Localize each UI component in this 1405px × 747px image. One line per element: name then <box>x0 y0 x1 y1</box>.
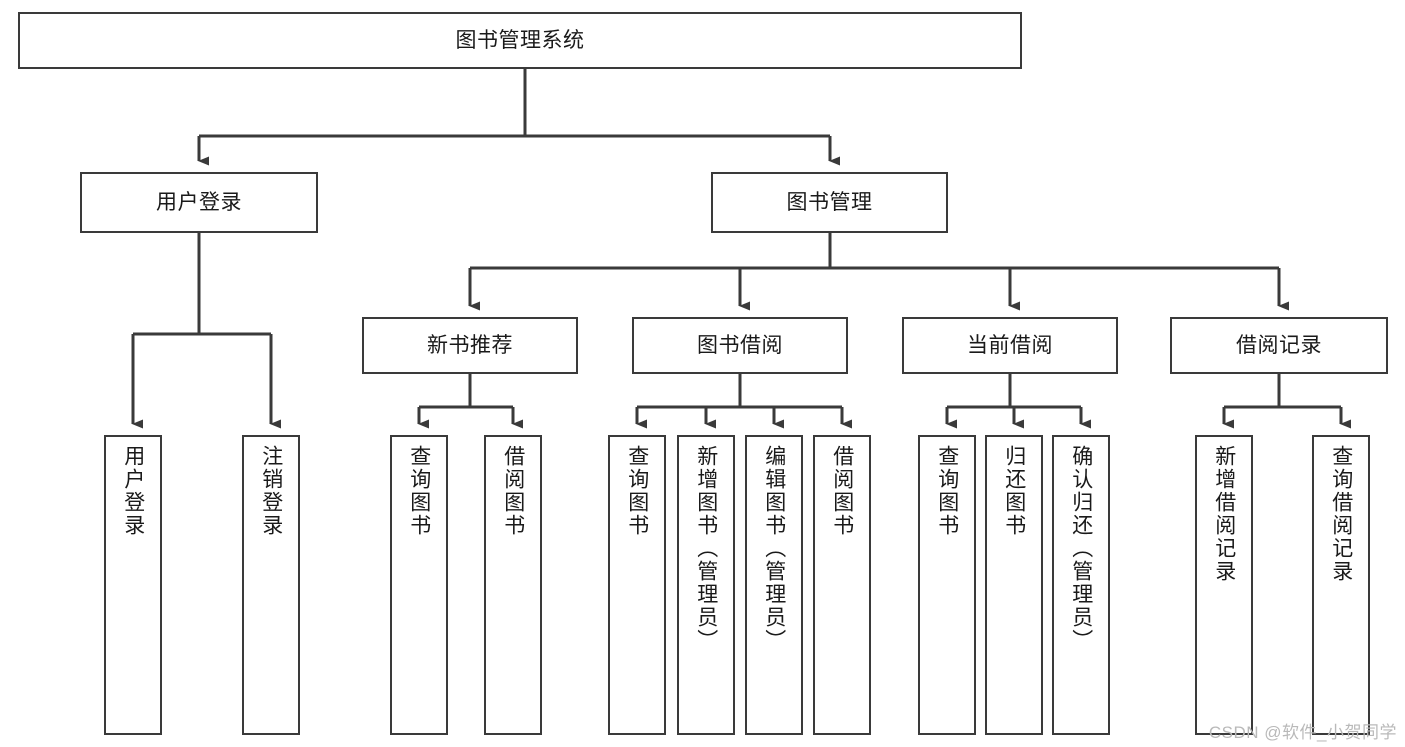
node-leaf-borrow-book-bb-label: 借阅图书 <box>830 445 854 537</box>
node-book-borrow[interactable]: 图书借阅 <box>632 317 848 374</box>
node-borrow-record[interactable]: 借阅记录 <box>1170 317 1388 374</box>
node-book-borrow-label: 图书借阅 <box>697 333 783 357</box>
node-current-borrow-label: 当前借阅 <box>967 333 1053 357</box>
node-leaf-user-login[interactable]: 用户登录 <box>104 435 162 735</box>
csdn-watermark: CSDN @软件_小贺同学 <box>1208 723 1397 742</box>
node-leaf-logout[interactable]: 注销登录 <box>242 435 300 735</box>
node-leaf-edit-book[interactable]: 编辑图书（管理员） <box>745 435 803 735</box>
node-leaf-add-record-label: 新增借阅记录 <box>1212 445 1236 583</box>
node-leaf-edit-book-label: 编辑图书（管理员） <box>762 445 786 652</box>
node-leaf-borrow-book-rec-label: 借阅图书 <box>501 445 525 537</box>
node-root[interactable]: 图书管理系统 <box>18 12 1022 69</box>
node-leaf-borrow-book-rec[interactable]: 借阅图书 <box>484 435 542 735</box>
node-user-login-label: 用户登录 <box>156 190 242 214</box>
node-leaf-add-book[interactable]: 新增图书（管理员） <box>677 435 735 735</box>
node-leaf-query-book-cb-label: 查询图书 <box>935 445 959 537</box>
node-leaf-query-book-rec-label: 查询图书 <box>407 445 431 537</box>
node-leaf-add-book-label: 新增图书（管理员） <box>694 445 718 652</box>
node-book-manage[interactable]: 图书管理 <box>711 172 948 233</box>
node-borrow-record-label: 借阅记录 <box>1236 333 1322 357</box>
node-leaf-query-book-rec[interactable]: 查询图书 <box>390 435 448 735</box>
node-current-borrow[interactable]: 当前借阅 <box>902 317 1118 374</box>
node-leaf-borrow-book-bb[interactable]: 借阅图书 <box>813 435 871 735</box>
node-new-book-rec-label: 新书推荐 <box>427 333 513 357</box>
node-leaf-query-record[interactable]: 查询借阅记录 <box>1312 435 1370 735</box>
node-leaf-query-book-bb-label: 查询图书 <box>625 445 649 537</box>
node-user-login[interactable]: 用户登录 <box>80 172 318 233</box>
node-leaf-logout-label: 注销登录 <box>259 445 283 537</box>
node-root-label: 图书管理系统 <box>455 28 585 52</box>
node-leaf-confirm-return-label: 确认归还（管理员） <box>1069 445 1093 652</box>
node-leaf-user-login-label: 用户登录 <box>121 445 145 537</box>
node-new-book-rec[interactable]: 新书推荐 <box>362 317 578 374</box>
node-leaf-return-book[interactable]: 归还图书 <box>985 435 1043 735</box>
node-leaf-query-book-cb[interactable]: 查询图书 <box>918 435 976 735</box>
node-leaf-query-record-label: 查询借阅记录 <box>1329 445 1353 583</box>
node-leaf-return-book-label: 归还图书 <box>1002 445 1026 537</box>
node-book-manage-label: 图书管理 <box>786 190 873 214</box>
node-leaf-confirm-return[interactable]: 确认归还（管理员） <box>1052 435 1110 735</box>
node-leaf-query-book-bb[interactable]: 查询图书 <box>608 435 666 735</box>
node-leaf-add-record[interactable]: 新增借阅记录 <box>1195 435 1253 735</box>
